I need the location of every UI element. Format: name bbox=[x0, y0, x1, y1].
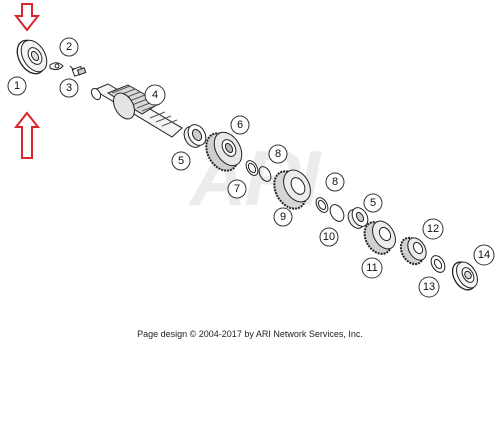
callout-7[interactable]: 7 bbox=[227, 179, 247, 199]
callout-8b[interactable]: 8 bbox=[325, 172, 345, 192]
callout-label: 5 bbox=[178, 155, 184, 167]
callout-5b[interactable]: 5 bbox=[363, 193, 383, 213]
callout-label: 9 bbox=[280, 211, 286, 223]
callout-12[interactable]: 12 bbox=[422, 218, 444, 240]
callout-label: 8 bbox=[332, 176, 338, 188]
callout-5[interactable]: 5 bbox=[171, 151, 191, 171]
callout-label: 8 bbox=[275, 148, 281, 160]
washer-part-13[interactable] bbox=[428, 253, 447, 275]
bearing-part-1[interactable] bbox=[12, 35, 52, 78]
callout-label: 6 bbox=[237, 119, 243, 131]
callout-label: 4 bbox=[152, 89, 158, 101]
callout-label: 1 bbox=[14, 80, 20, 92]
callout-label: 12 bbox=[427, 223, 439, 235]
screw-part-3[interactable] bbox=[69, 65, 87, 77]
callout-11[interactable]: 11 bbox=[361, 257, 383, 279]
callout-3[interactable]: 3 bbox=[59, 78, 79, 98]
washer-part-8a[interactable] bbox=[244, 159, 261, 178]
gear-part-9[interactable] bbox=[268, 165, 316, 214]
gear-part-6[interactable] bbox=[200, 127, 248, 176]
callout-6[interactable]: 6 bbox=[230, 115, 250, 135]
callout-label: 2 bbox=[66, 41, 72, 53]
circlip-part-10[interactable] bbox=[327, 202, 346, 224]
callout-10[interactable]: 10 bbox=[319, 227, 339, 247]
needle-bearing-part-5b[interactable] bbox=[345, 205, 371, 231]
callout-label: 11 bbox=[366, 262, 377, 274]
washer-part-8b[interactable] bbox=[314, 196, 331, 215]
transmission-shaft-part-4[interactable] bbox=[90, 83, 183, 138]
callout-1[interactable]: 1 bbox=[7, 76, 27, 96]
bearing-part-14[interactable] bbox=[448, 258, 482, 294]
lock-washer-part-2[interactable] bbox=[49, 62, 64, 71]
callout-label: 3 bbox=[66, 82, 72, 94]
arrow-down-icon bbox=[13, 3, 41, 32]
callout-2[interactable]: 2 bbox=[59, 37, 79, 57]
arrow-up-icon bbox=[13, 111, 41, 159]
callout-4[interactable]: 4 bbox=[144, 84, 166, 106]
callout-label: 10 bbox=[323, 231, 335, 243]
callout-9[interactable]: 9 bbox=[273, 207, 293, 227]
callout-8[interactable]: 8 bbox=[268, 144, 288, 164]
callout-14[interactable]: 14 bbox=[473, 244, 495, 266]
gear-part-12[interactable] bbox=[396, 234, 430, 268]
callout-13[interactable]: 13 bbox=[418, 276, 440, 298]
callout-label: 7 bbox=[234, 183, 240, 195]
callout-label: 14 bbox=[478, 249, 490, 261]
callout-label: 13 bbox=[423, 281, 435, 293]
needle-bearing-part-5[interactable] bbox=[181, 121, 210, 150]
copyright-footer: Page design © 2004-2017 by ARI Network S… bbox=[137, 329, 363, 339]
gear-part-11[interactable] bbox=[359, 217, 400, 259]
circlip-part-7[interactable] bbox=[257, 165, 274, 184]
callout-label: 5 bbox=[370, 197, 376, 209]
